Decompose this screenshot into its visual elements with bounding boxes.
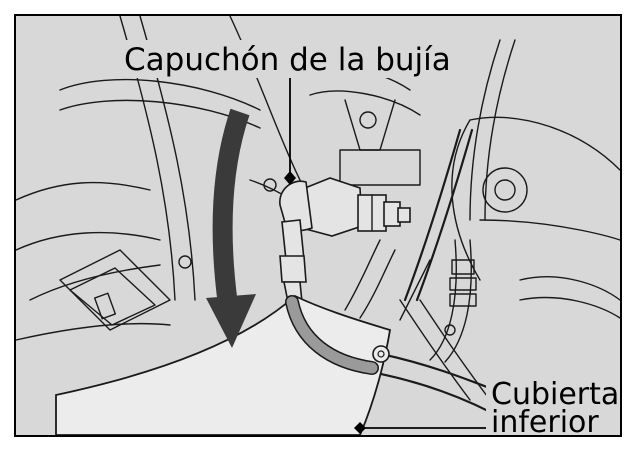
engine-linework [15,15,621,422]
spark-plug-cap-assembly [279,177,411,303]
callout-lower-cover [354,422,486,434]
lower-cover-label-line2: inferior [491,405,599,440]
label-lower-cover: Cubierta inferior [486,377,620,440]
callout-spark-plug-cap [284,74,296,185]
diamond-marker-icon [354,422,366,434]
label-spark-plug-cap: Capuchón de la bujía [120,40,465,78]
illustration-frame [14,14,622,437]
lower-cover-label-line1: Cubierta [491,377,619,412]
lower-cover [55,294,392,436]
curved-down-arrow-icon [206,108,256,348]
diamond-marker-icon [284,171,296,185]
spark-plug-cap-label: Capuchón de la bujía [124,42,451,78]
